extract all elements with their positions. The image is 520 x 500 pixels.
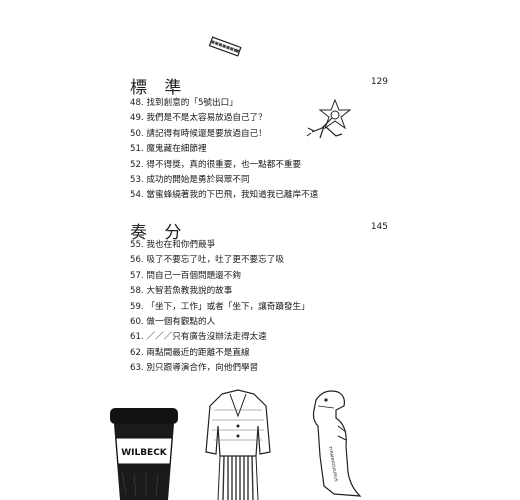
toc-item[interactable]: 57. 問自己一百個問題還不夠 <box>130 270 241 281</box>
dinosaur-label: TYRANNOSAURUS <box>328 445 339 483</box>
section-title: 標 準 <box>130 78 188 98</box>
toc-item[interactable]: 52. 得不得獎，真的很重要，也一點都不重要 <box>130 159 302 170</box>
coffee-cup-illustration: WILBECK <box>110 408 178 500</box>
page-number: 145 <box>370 222 388 232</box>
toc-item[interactable]: 53. 成功的開始是勇於與眾不同 <box>130 174 250 185</box>
toc-item[interactable]: 49. 我們是不是太容易放過自己了？ <box>130 113 267 124</box>
toc-item[interactable]: 59. 「坐下，工作」或者「坐下，讓奇蹟發生」 <box>130 301 310 312</box>
toc-item[interactable]: 58. 大智若魚教我說的故事 <box>130 286 233 297</box>
cup-label: WILBECK <box>121 448 168 458</box>
toc-list: 48. 找到創意的「5號出口」 49. 我們是不是太容易放過自己了？ 50. 請… <box>130 96 318 204</box>
toc-item[interactable]: 50. 請記得有時候還是要放過自己！ <box>130 128 267 139</box>
toc-item[interactable]: 61. ／／／只有廣告沒辦法走得太遠 <box>130 332 267 343</box>
toc-item[interactable]: 51. 魔鬼藏在細節裡 <box>130 144 207 155</box>
suit-illustration <box>205 389 271 500</box>
section-title: 奏 分 <box>130 223 188 243</box>
dinosaur-illustration: TYRANNOSAURUS <box>312 390 362 497</box>
toc-item[interactable]: 48. 找到創意的「5號出口」 <box>130 98 238 108</box>
toc-item[interactable]: 54. 當蜜蜂繞著我的下巴飛，我知道我已離岸不遠 <box>130 190 319 201</box>
section-header: 奏 分 145 <box>130 218 388 243</box>
page-number: 129 <box>370 77 388 87</box>
harmonica-illustration <box>208 36 242 57</box>
toc-item[interactable]: 62. 兩點間最近的距離不是直線 <box>130 347 250 358</box>
diver-illustration <box>306 98 352 139</box>
toc-item[interactable]: 60. 做一個有觀點的人 <box>130 316 216 327</box>
toc-item[interactable]: 55. 我也在和你們競爭 <box>130 240 216 250</box>
toc-list: 55. 我也在和你們競爭 56. 吸了不要忘了吐，吐了更不要忘了吸 57. 問自… <box>130 238 310 377</box>
section-header: 標 準 129 <box>130 73 388 98</box>
toc-item[interactable]: 56. 吸了不要忘了吐，吐了更不要忘了吸 <box>130 255 284 266</box>
toc-item[interactable]: 63. 別只跟導演合作，向他們學習 <box>130 363 259 374</box>
